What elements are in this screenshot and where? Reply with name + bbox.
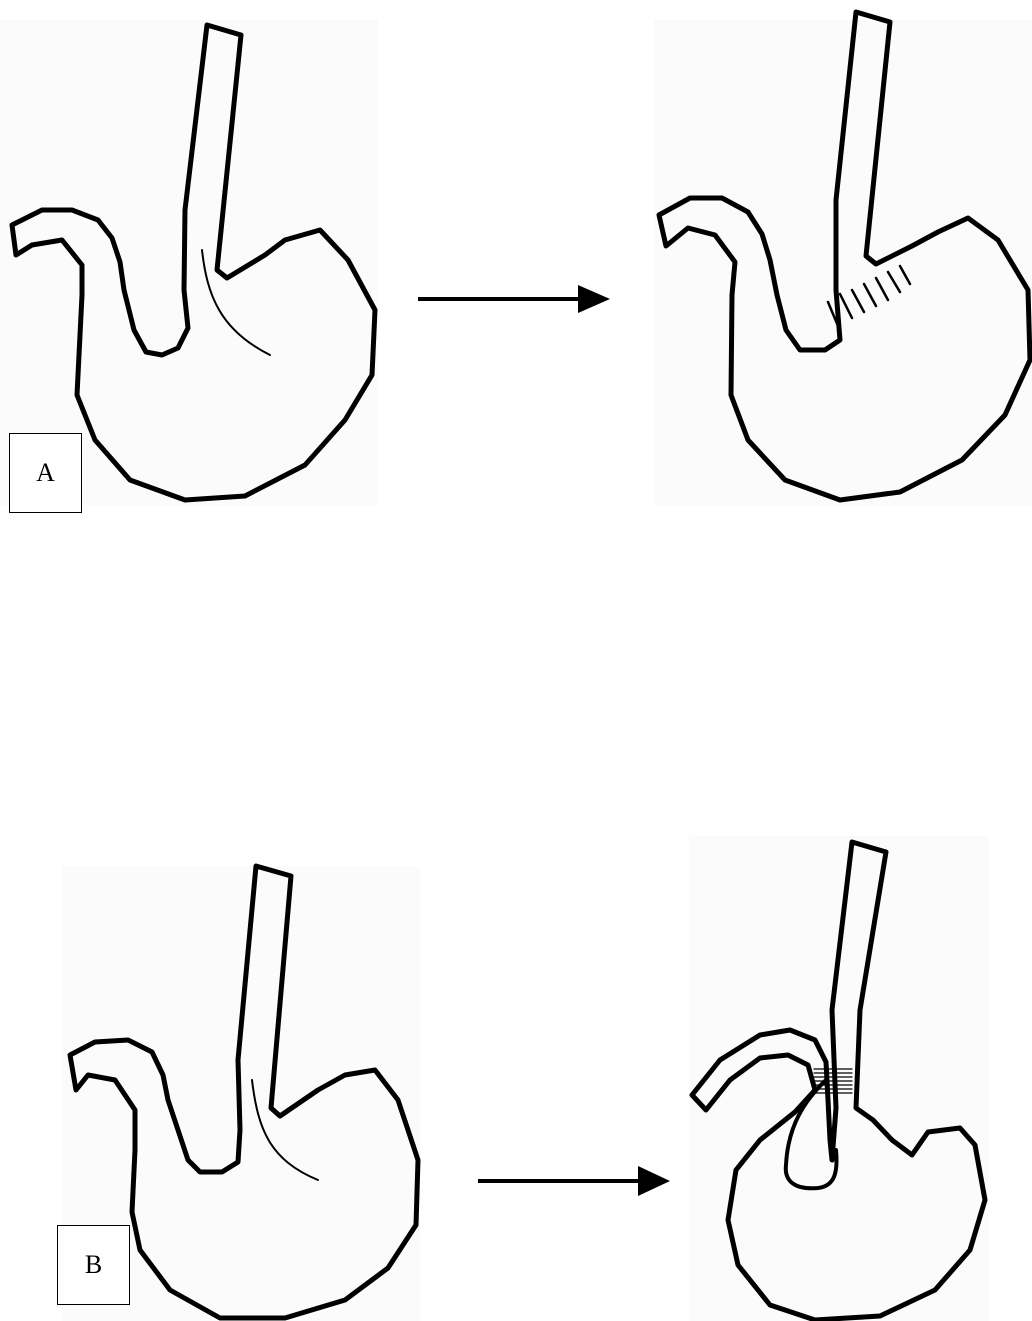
panel-a-after-bg [654,20,1032,505]
panel-label-a: A [9,433,82,513]
suture-lines-b [814,1069,852,1093]
arrow-b [478,1166,670,1196]
arrow-a [418,285,610,313]
panel-label-b: B [57,1225,130,1305]
